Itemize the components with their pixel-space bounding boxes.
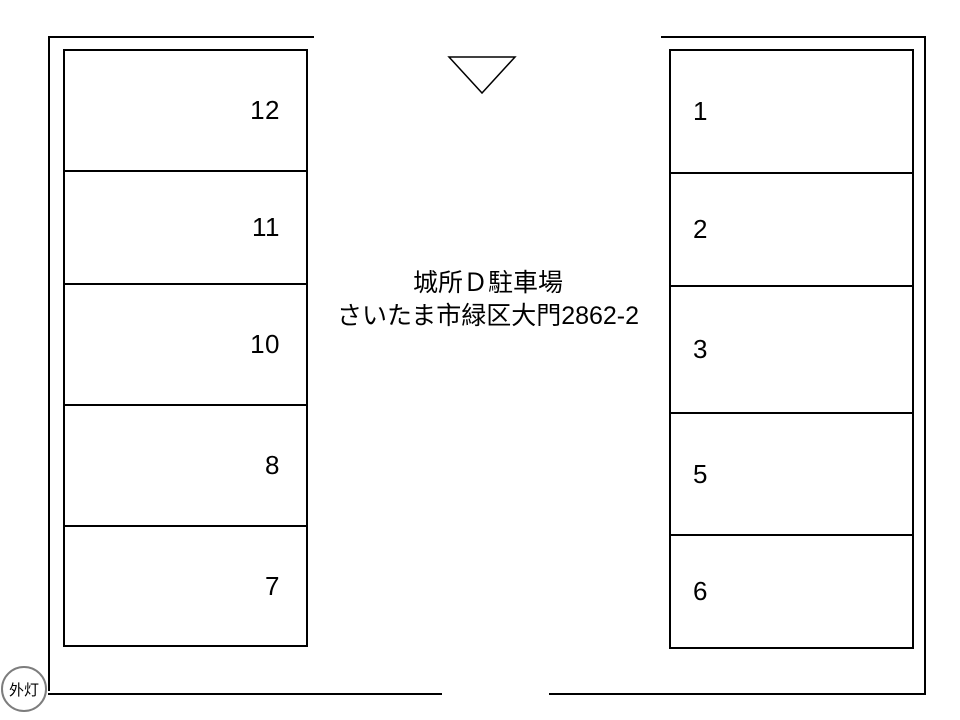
parking-space-10: 10 (65, 283, 306, 404)
boundary-right-line (924, 36, 926, 695)
space-number: 11 (252, 212, 280, 242)
outdoor-light-label: 外灯 (8, 681, 39, 699)
parking-space-8: 8 (65, 404, 306, 525)
parking-space-11: 11 (65, 170, 306, 283)
parking-space-12: 12 (65, 51, 306, 170)
boundary-top-left-line (48, 36, 314, 38)
title-block: 城所Ｄ駐車場 さいたま市緑区大門2862-2 (298, 267, 678, 333)
parking-space-2: 2 (671, 172, 912, 285)
boundary-top-right-line (661, 36, 926, 38)
boundary-bottom-left-line (48, 693, 442, 695)
space-number: 12 (250, 95, 280, 125)
space-number: 10 (250, 329, 280, 359)
space-number: 6 (693, 576, 708, 606)
parking-space-6: 6 (671, 534, 912, 647)
space-number: 1 (693, 96, 708, 126)
space-number: 3 (693, 334, 708, 364)
outdoor-light-marker: 外灯 (1, 666, 47, 712)
right-parking-column: 1 2 3 5 6 (669, 49, 914, 649)
boundary-bottom-right-line (549, 693, 926, 695)
space-number: 2 (693, 214, 708, 244)
parking-space-7: 7 (65, 525, 306, 645)
parking-space-1: 1 (671, 51, 912, 172)
boundary-left-line (48, 36, 50, 691)
parking-space-5: 5 (671, 412, 912, 534)
space-number: 5 (693, 458, 708, 489)
entrance-triangle-down-icon (447, 55, 517, 95)
parking-name: 城所Ｄ駐車場 (412, 269, 563, 297)
parking-space-3: 3 (671, 285, 912, 412)
parking-address: さいたま市緑区大門2862-2 (336, 302, 640, 330)
space-number: 7 (265, 570, 280, 601)
left-parking-column: 12 11 10 8 7 (63, 49, 308, 647)
space-number: 8 (265, 450, 280, 480)
